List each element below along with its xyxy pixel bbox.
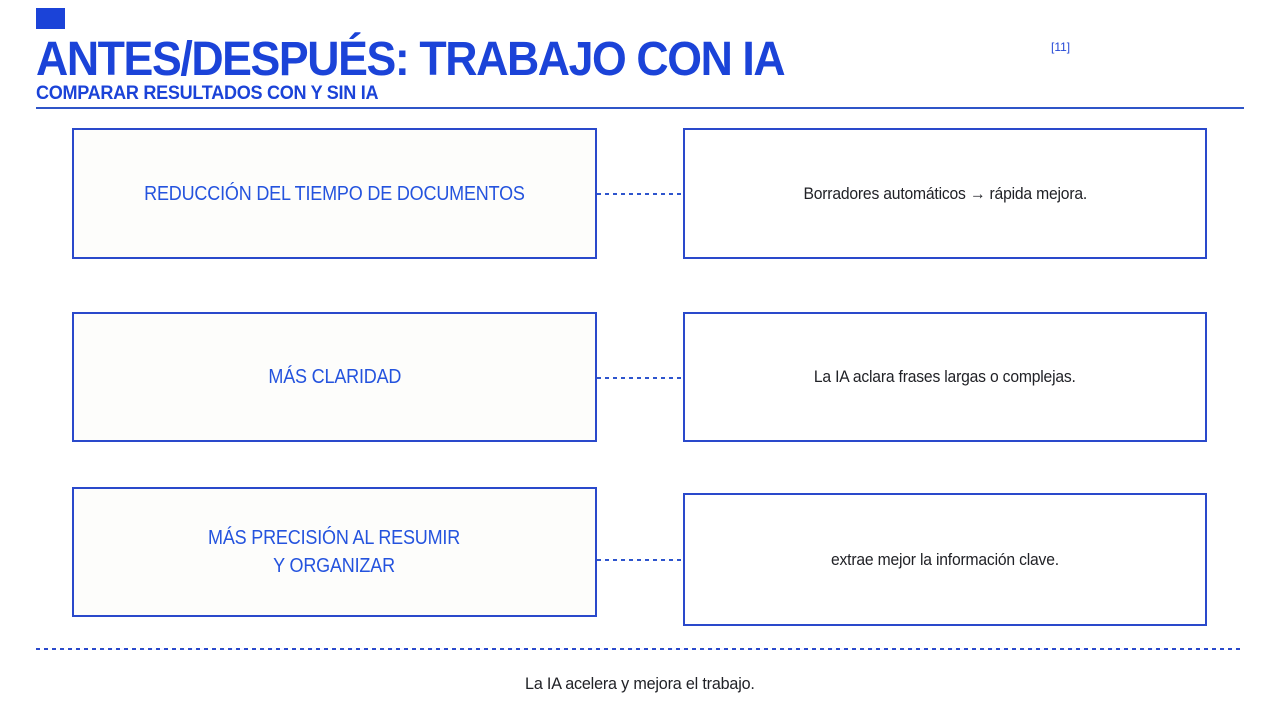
after-box-row3: extrae mejor la información clave. (683, 493, 1207, 626)
before-label-row1: REDUCCIÓN DEL TIEMPO DE DOCUMENTOS (144, 182, 525, 205)
page-title: ANTES/DESPUÉS: TRABAJO CON IA (36, 33, 786, 86)
before-box-row1: REDUCCIÓN DEL TIEMPO DE DOCUMENTOS (72, 128, 597, 259)
footer-divider (36, 648, 1244, 650)
header-divider (36, 107, 1244, 109)
footer-caption-text: La IA acelera y mejora el trabajo. (525, 674, 755, 693)
connector-line-row1 (597, 193, 683, 195)
connector-line-row3 (597, 559, 683, 561)
after-label-row1: Borradores automáticos → rápida mejora. (803, 184, 1087, 203)
slide-reference-badge: [11] (1051, 40, 1071, 54)
after-box-row1: Borradores automáticos → rápida mejora. (683, 128, 1207, 259)
before-label-row3: MÁS PRECISIÓN AL RESUMIR Y ORGANIZAR (208, 527, 461, 577)
before-box-row2: MÁS CLARIDAD (72, 312, 597, 442)
before-label-row2: MÁS CLARIDAD (268, 366, 401, 388)
logo-mark (36, 8, 65, 29)
connector-line-row2 (597, 377, 683, 379)
page-subtitle: COMPARAR RESULTADOS CON Y SIN IA (36, 83, 379, 104)
after-label-row3: extrae mejor la información clave. (831, 550, 1059, 569)
footer-caption: La IA acelera y mejora el trabajo. (0, 674, 1280, 694)
after-box-row2: La IA aclara frases largas o complejas. (683, 312, 1207, 442)
before-box-row3: MÁS PRECISIÓN AL RESUMIR Y ORGANIZAR (72, 487, 597, 617)
after-label-row2: La IA aclara frases largas o complejas. (814, 368, 1076, 386)
